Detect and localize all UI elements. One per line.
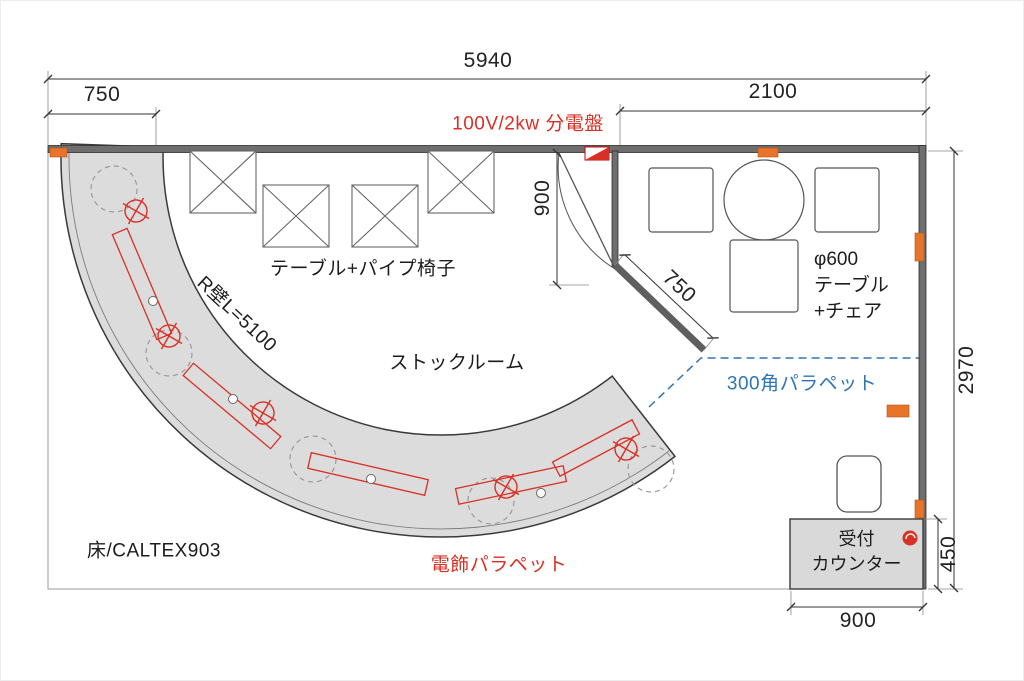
dim-label-2100: 2100 <box>748 80 798 103</box>
counter-red-dot <box>902 530 918 546</box>
distribution-board-marker <box>584 146 610 161</box>
label-round-table-line3: +チェア <box>814 301 883 322</box>
circle-cross-light-icon <box>612 435 640 463</box>
stockroom-tables <box>189 150 495 248</box>
circle-cross-light-icon <box>249 399 277 427</box>
orange-marker <box>757 147 779 158</box>
panel-hatch <box>585 147 609 160</box>
band-spot-dots <box>148 296 546 498</box>
dim-label-900-counter: 900 <box>839 609 877 632</box>
reception-chair <box>836 455 882 513</box>
orange-marker <box>886 404 910 418</box>
reception-counter-group <box>789 455 924 590</box>
dim-label-2970: 2970 <box>955 345 978 395</box>
label-round-table-dia: φ600 <box>814 249 859 270</box>
dashed-circle <box>90 165 138 213</box>
dashed-circle <box>627 445 675 493</box>
orange-marker <box>914 499 925 519</box>
label-distribution-panel: 100V/2kw 分電盤 <box>452 113 604 135</box>
dim-line-750-diag <box>619 254 719 339</box>
label-illuminated-parapet: 電飾パラペット <box>430 554 568 576</box>
spot-dot <box>536 488 546 498</box>
circle-cross-light-icon <box>122 197 150 225</box>
dashed-circle <box>467 477 515 525</box>
door-swing <box>557 152 616 270</box>
band-circle-lights <box>122 197 640 501</box>
label-table-pipe-chairs: テーブル+パイプ椅子 <box>270 258 456 280</box>
chair-square <box>648 167 714 233</box>
band-inner-edge-line <box>68 143 671 530</box>
counter-red-dot-detail <box>905 533 916 540</box>
dashed-circle <box>145 329 193 377</box>
label-parapet-300: 300角パラペット <box>726 373 878 395</box>
folding-table <box>262 184 330 248</box>
reception-counter <box>789 518 924 590</box>
dimension-lines <box>43 74 959 612</box>
plan-boundary <box>47 147 924 590</box>
parapet-dashed-path <box>648 357 921 408</box>
diagonal-wall <box>612 262 707 353</box>
orange-marker <box>49 147 68 158</box>
label-stock-room: ストックルーム <box>389 352 525 374</box>
circle-cross-light-icon <box>155 322 183 350</box>
folding-table <box>427 150 495 214</box>
dim-label-450: 450 <box>937 535 960 573</box>
spot-dot <box>228 394 238 404</box>
orange-marker <box>914 232 925 262</box>
label-reception-line2: カウンター <box>811 554 902 574</box>
dim-label-750-band: 750 <box>83 83 121 106</box>
curved-parapet-band <box>60 142 677 538</box>
right-room-furniture <box>648 159 880 313</box>
circle-cross-light-icon <box>492 473 520 501</box>
label-floor-material: 床/CALTEX903 <box>87 540 221 562</box>
dim-label-900-door: 900 <box>531 179 554 217</box>
boundary-line <box>47 147 924 590</box>
round-table-600 <box>723 159 805 241</box>
label-reception-line1: 受付 <box>838 529 875 549</box>
light-fixture-rect <box>551 418 641 478</box>
label-round-table-line2: テーブル <box>814 275 889 296</box>
door-leaf <box>558 152 616 270</box>
label-reception-block: 受付 カウンター <box>790 527 923 577</box>
door-jamb-wall <box>611 150 619 268</box>
dim-label-5940: 5940 <box>463 49 513 72</box>
spot-dot <box>366 474 376 484</box>
chair-square <box>729 239 799 313</box>
folding-table <box>351 184 419 248</box>
spot-dot <box>148 296 158 306</box>
folding-table <box>189 150 257 214</box>
band-shape <box>60 142 677 538</box>
chair-square <box>814 167 880 233</box>
label-round-table-block: φ600 テーブル +チェア <box>814 247 889 325</box>
wall-markers <box>49 147 925 519</box>
light-fixture-rect <box>111 227 173 341</box>
light-fixture-rect <box>306 451 430 497</box>
parapet-300-dashed-line <box>648 357 921 408</box>
